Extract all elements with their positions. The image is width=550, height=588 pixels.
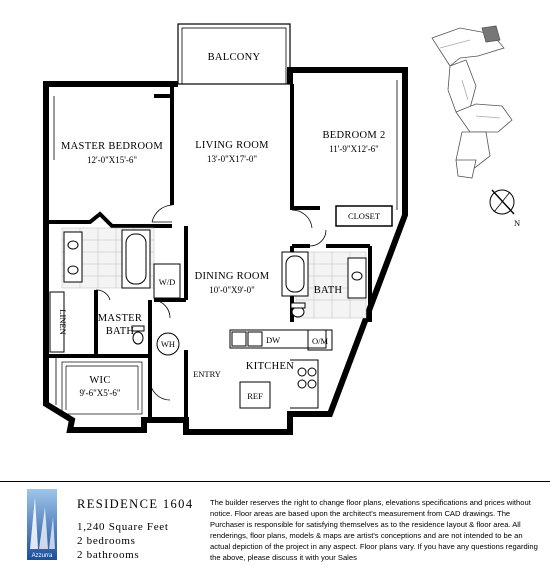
- master-bath-fixtures: [63, 229, 151, 345]
- residence-title: RESIDENCE 1604: [77, 497, 194, 511]
- wd-label: W/D: [159, 277, 176, 287]
- living-room-dims: 13'-0"X17'-0": [207, 154, 257, 164]
- wic-label: WIC: [89, 375, 110, 386]
- master-bedroom-dims: 12'-0"X15'-6": [87, 155, 137, 165]
- wic-shelving: [61, 361, 143, 415]
- square-feet: 1,240 Square Feet: [77, 521, 169, 533]
- windows: [53, 80, 398, 405]
- disclaimer-text: The builder reserves the right to change…: [210, 498, 538, 562]
- om-label: O/M: [312, 336, 329, 346]
- entry-label: ENTRY: [193, 369, 221, 379]
- key-plan: [431, 25, 513, 179]
- door-swings: [95, 204, 327, 401]
- bathroom-count: 2 bathrooms: [77, 549, 140, 561]
- compass-icon: N: [489, 189, 520, 228]
- master-bath-label-2: BATH: [106, 326, 135, 337]
- closet: CLOSET: [335, 205, 393, 227]
- dining-room-label: DINING ROOM: [195, 271, 270, 282]
- master-bath-label-1: MASTER: [98, 313, 142, 324]
- kitchen-counters: [229, 329, 333, 409]
- linen-closet: LINEN: [49, 291, 68, 353]
- balcony-label: BALCONY: [208, 52, 261, 63]
- kitchen-labels: DW O/M REF: [247, 335, 328, 401]
- floor-plan: CLOSET LINEN: [43, 23, 520, 435]
- bedroom-count: 2 bedrooms: [77, 535, 136, 547]
- bath-fixtures: [281, 251, 367, 318]
- closet-label: CLOSET: [348, 211, 381, 221]
- wic-dims: 9'-6"X5'-6": [79, 388, 120, 398]
- living-room-label: LIVING ROOM: [195, 140, 269, 151]
- residence-info: RESIDENCE 1604 1,240 Square Feet 2 bedro…: [77, 497, 207, 562]
- footer-divider: [0, 481, 550, 482]
- ref-label: REF: [247, 391, 263, 401]
- bath-label: BATH: [314, 285, 343, 296]
- logo-text: Azzurra: [32, 553, 53, 559]
- washer-dryer: W/D: [153, 263, 181, 299]
- bedroom2-dims: 11'-9"X12'-6": [329, 144, 379, 154]
- master-bedroom-label: MASTER BEDROOM: [61, 141, 163, 152]
- interior-walls: [46, 84, 372, 420]
- dw-label: DW: [266, 335, 280, 345]
- kitchen-label: KITCHEN: [246, 361, 294, 372]
- wh-label: WH: [161, 339, 175, 349]
- azzurra-logo: Azzurra: [27, 489, 57, 560]
- bedroom2-label: BEDROOM 2: [322, 130, 385, 141]
- water-heater: WH: [156, 332, 180, 356]
- dining-room-dims: 10'-0"X9'-0": [209, 285, 255, 295]
- linen-label: LINEN: [58, 309, 68, 335]
- outer-walls: [43, 67, 408, 435]
- balcony: [177, 23, 291, 85]
- compass-label: N: [514, 218, 520, 228]
